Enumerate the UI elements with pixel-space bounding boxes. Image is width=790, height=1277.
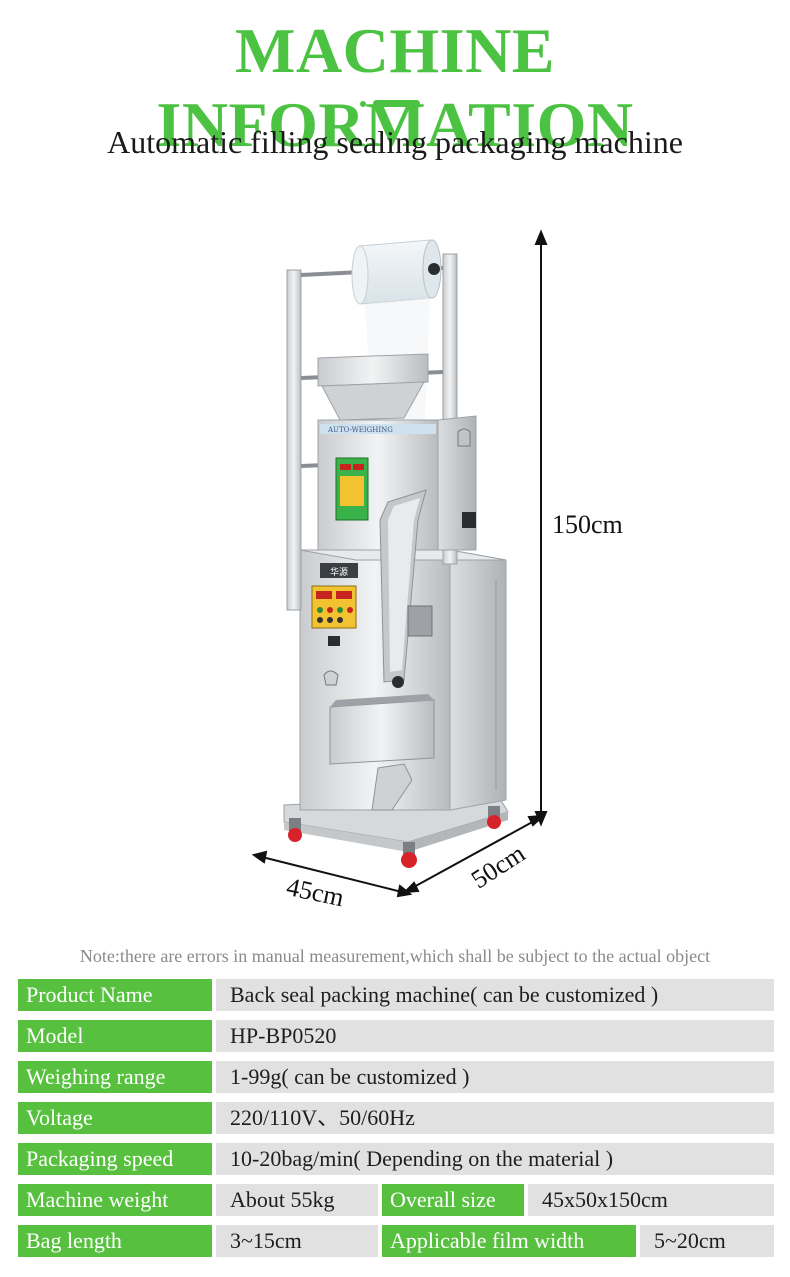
spec-row-weight-size: Machine weight About 55kg Overall size 4… bbox=[18, 1184, 774, 1216]
spec-value: About 55kg bbox=[216, 1184, 378, 1216]
control-panel: 华源 bbox=[311, 563, 358, 686]
machine-drawing: 华源 bbox=[251, 229, 548, 898]
spec-value: 3~15cm bbox=[216, 1225, 378, 1257]
machine-illustration: 华源 bbox=[0, 220, 790, 920]
spec-label: Applicable film width bbox=[382, 1225, 636, 1257]
hopper bbox=[317, 353, 429, 421]
spec-row-model: Model HP-BP0520 bbox=[18, 1020, 774, 1052]
height-dimension-arrow bbox=[534, 229, 548, 827]
spec-label: Bag length bbox=[18, 1225, 212, 1257]
depth-dimension-arrow bbox=[402, 814, 546, 894]
page-subtitle: Automatic filling sealing packaging mach… bbox=[107, 124, 683, 160]
spec-label: Overall size bbox=[382, 1184, 524, 1216]
spec-value: Back seal packing machine( can be custom… bbox=[216, 979, 774, 1011]
spec-value: 1-99g( can be customized ) bbox=[216, 1061, 774, 1093]
spec-value: 220/110V、50/60Hz bbox=[216, 1102, 774, 1134]
accent-dot bbox=[360, 101, 366, 107]
weighing-unit: AUTO-WEIGHING bbox=[317, 415, 477, 551]
spec-value: 10-20bag/min( Depending on the material … bbox=[216, 1143, 774, 1175]
spec-row-packaging-speed: Packaging speed 10-20bag/min( Depending … bbox=[18, 1143, 774, 1175]
spec-label: Weighing range bbox=[18, 1061, 212, 1093]
collection-tray bbox=[329, 694, 435, 811]
title-accent bbox=[360, 100, 420, 108]
measurement-note: Note:there are errors in manual measurem… bbox=[79, 946, 711, 966]
brand-plate-text: 华源 bbox=[330, 566, 348, 578]
width-dimension-arrow bbox=[251, 850, 413, 898]
height-dimension-label: 150cm bbox=[552, 510, 623, 539]
spec-row-product-name: Product Name Back seal packing machine( … bbox=[18, 979, 774, 1011]
spec-value: HP-BP0520 bbox=[216, 1020, 774, 1052]
spec-label: Voltage bbox=[18, 1102, 212, 1134]
machine-wheels bbox=[288, 806, 501, 868]
spec-label: Machine weight bbox=[18, 1184, 212, 1216]
forming-chute bbox=[379, 489, 433, 688]
spec-row-weighing-range: Weighing range 1-99g( can be customized … bbox=[18, 1061, 774, 1093]
spec-value: 5~20cm bbox=[640, 1225, 774, 1257]
spec-row-voltage: Voltage 220/110V、50/60Hz bbox=[18, 1102, 774, 1134]
spec-value: 45x50x150cm bbox=[528, 1184, 774, 1216]
spec-label: Product Name bbox=[18, 979, 212, 1011]
weighing-label-strip: AUTO-WEIGHING bbox=[327, 426, 393, 434]
spec-label: Packaging speed bbox=[18, 1143, 212, 1175]
spec-row-bag-film: Bag length 3~15cm Applicable film width … bbox=[18, 1225, 774, 1257]
accent-bar bbox=[373, 100, 420, 107]
spec-label: Model bbox=[18, 1020, 212, 1052]
